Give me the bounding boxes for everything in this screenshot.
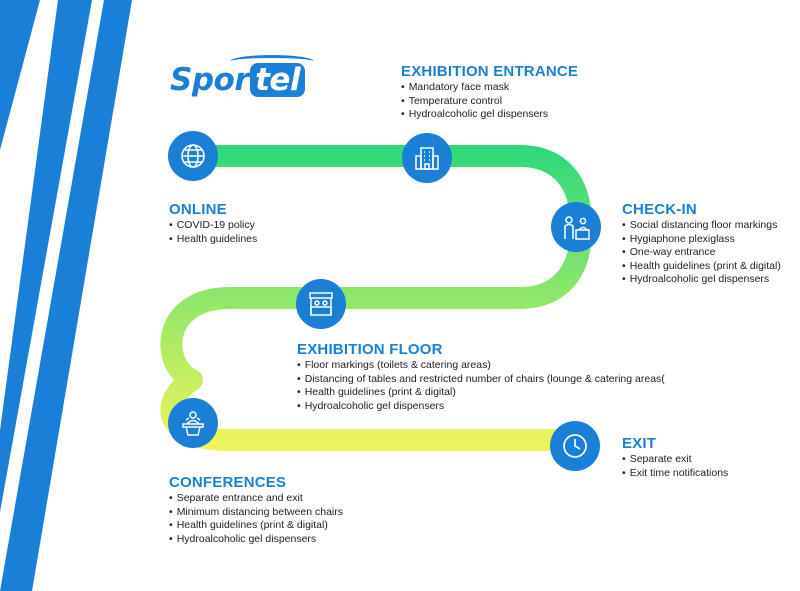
stage-conferences: CONFERENCES Separate entrance and exit M… [169, 474, 343, 546]
reception-desk-icon [551, 202, 601, 252]
stage-title: EXIT [622, 435, 657, 452]
stage-exhibition-floor: EXHIBITION FLOOR Floor markings (toilets… [297, 341, 665, 413]
logo-swoosh [230, 55, 314, 68]
list-item: One-way entrance [622, 246, 781, 260]
list-item: Mandatory face mask [401, 81, 578, 95]
list-item: COVID-19 policy [169, 219, 257, 233]
list-item: Hydroalcoholic gel dispensers [297, 400, 665, 414]
list-item: Minimum distancing between chairs [169, 506, 343, 520]
decorative-stripe [0, 0, 92, 512]
building-icon [402, 133, 452, 183]
list-item: Health guidelines (print & digital) [622, 260, 781, 274]
stage-title: ONLINE [169, 201, 227, 218]
stage-exhibition-entrance: EXHIBITION ENTRANCE Mandatory face mask … [401, 63, 578, 122]
decorative-stripe [0, 0, 40, 150]
list-item: Separate entrance and exit [169, 492, 343, 506]
list-item: Social distancing floor markings [622, 219, 781, 233]
stage-title: CONFERENCES [169, 474, 287, 491]
stage-title: CHECK-IN [622, 201, 697, 218]
list-item: Health guidelines (print & digital) [169, 519, 343, 533]
booth-icon [296, 279, 346, 329]
list-item: Hydroalcoholic gel dispensers [622, 273, 781, 287]
list-item: Hygiaphone plexiglass [622, 233, 781, 247]
stage-check-in: CHECK-IN Social distancing floor marking… [622, 201, 781, 287]
list-item: Separate exit [622, 453, 728, 467]
stage-title: EXHIBITION FLOOR [297, 341, 443, 358]
list-item: Health guidelines [169, 233, 258, 247]
stage-exit: EXIT Separate exit Exit time notificatio… [622, 435, 728, 480]
logo-text-part2: tel [250, 63, 306, 97]
stage-title: EXHIBITION ENTRANCE [401, 63, 579, 80]
decorative-stripe [0, 0, 132, 591]
list-item: Temperature control [401, 95, 578, 109]
list-item: Distancing of tables and restricted numb… [297, 373, 665, 387]
list-item: Floor markings (toilets & catering areas… [297, 359, 665, 373]
clock-icon [550, 421, 600, 471]
list-item: Hydroalcoholic gel dispensers [169, 533, 343, 547]
list-item: Exit time notifications [622, 467, 729, 481]
logo-text-part1: Spor [170, 62, 250, 98]
globe-icon [168, 131, 218, 181]
list-item: Hydroalcoholic gel dispensers [401, 108, 578, 122]
list-item: Health guidelines (print & digital) [297, 386, 665, 400]
speaker-podium-icon [168, 398, 218, 448]
stage-online: ONLINE COVID-19 policy Health guidelines [169, 201, 257, 246]
